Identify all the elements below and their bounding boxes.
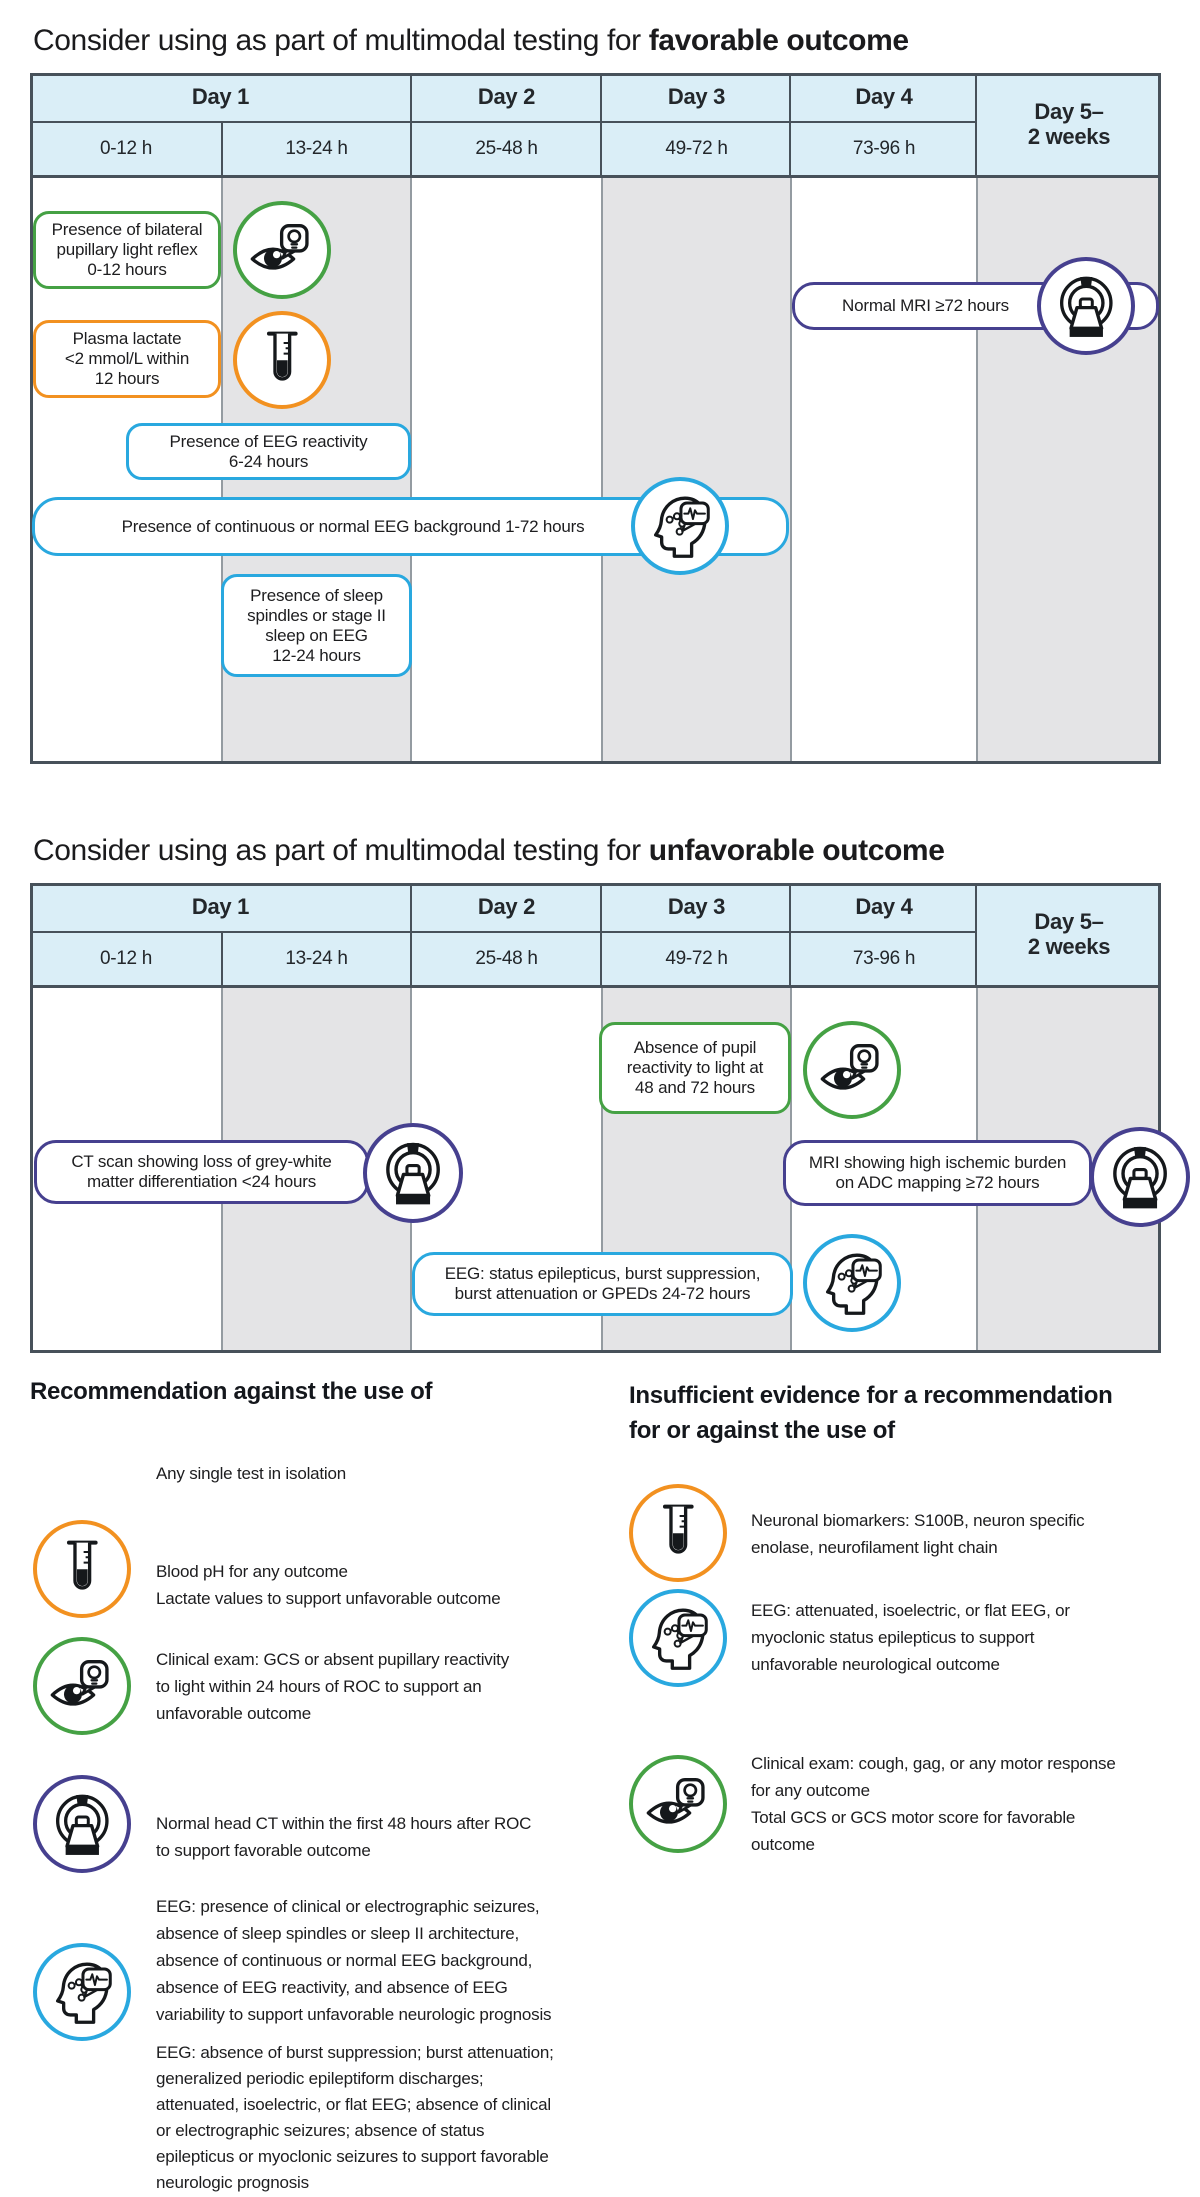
header-col-line <box>410 73 412 175</box>
header-day1: Day 1 <box>30 73 411 121</box>
test-box-mri-adc: MRI showing high ischemic burden on ADC … <box>783 1140 1092 1206</box>
favorable-timeline-table: Day 1 Day 2 Day 3 Day 4 Day 5– 2 weeks 0… <box>30 73 1161 764</box>
test-tube-icon <box>629 1484 727 1582</box>
unfavorable-section-title: Consider using as part of multimodal tes… <box>33 834 945 868</box>
header-bottom-line <box>30 985 1161 988</box>
header-day5-2weeks: Day 5– 2 weeks <box>977 883 1161 985</box>
header-day4: Day 4 <box>791 883 977 931</box>
header-day4: Day 4 <box>791 73 977 121</box>
test-box-ct-grey-white: CT scan showing loss of grey-white matte… <box>34 1140 369 1204</box>
header-49-72h: 49-72 h <box>602 933 791 985</box>
against-heading: Recommendation against the use of <box>30 1378 433 1405</box>
header-day5-line1: Day 5– <box>1034 99 1104 124</box>
header-row-divider <box>30 931 977 933</box>
ct-mri-scanner-icon <box>1090 1127 1190 1227</box>
against-eeg-unfavorable-text: EEG: presence of clinical or electrograp… <box>156 1897 552 2024</box>
test-tube-icon <box>233 311 331 409</box>
header-13-24h: 13-24 h <box>222 933 411 985</box>
test-box-pupil-absence: Absence of pupil reactivity to light at … <box>599 1022 791 1114</box>
eye-lightbulb-icon <box>233 201 331 299</box>
against-clinical-exam-text: Clinical exam: GCS or absent pupillary r… <box>156 1650 510 1723</box>
column-separator <box>976 178 978 761</box>
insufficient-biomarkers-text: Neuronal biomarkers: S100B, neuron speci… <box>751 1511 1085 1557</box>
header-day1: Day 1 <box>30 883 411 931</box>
header-day3: Day 3 <box>602 883 791 931</box>
ct-mri-scanner-icon <box>33 1775 131 1873</box>
header-0-12h: 0-12 h <box>30 933 222 985</box>
unfavorable-title-bold: unfavorable outcome <box>648 834 945 867</box>
header-0-12h: 0-12 h <box>30 123 222 175</box>
insufficient-clinical-text: Clinical exam: cough, gag, or any motor … <box>751 1754 1116 1854</box>
header-day5-2weeks: Day 5– 2 weeks <box>977 73 1161 175</box>
against-blood-ph-text: Blood pH for any outcome Lactate values … <box>156 1562 501 1608</box>
eeg-head-icon <box>33 1943 131 2041</box>
against-head-ct-text: Normal head CT within the first 48 hours… <box>156 1814 532 1860</box>
header-col-line <box>789 73 791 175</box>
test-box-pupillary-reflex: Presence of bilateral pupillary light re… <box>33 211 221 289</box>
column-separator <box>410 178 412 761</box>
eye-lightbulb-icon <box>629 1755 727 1853</box>
header-day5-line1: Day 5– <box>1034 909 1104 934</box>
header-col-line <box>975 73 977 175</box>
eye-lightbulb-icon <box>803 1021 901 1119</box>
header-73-96h: 73-96 h <box>791 933 977 985</box>
eeg-head-icon <box>629 1589 727 1687</box>
header-day2: Day 2 <box>411 883 602 931</box>
header-25-48h: 25-48 h <box>411 123 602 175</box>
eye-lightbulb-icon <box>33 1637 131 1735</box>
column-separator <box>601 178 603 761</box>
header-subcol-line <box>221 123 223 175</box>
header-col-line <box>975 883 977 985</box>
favorable-col-49-72h <box>602 178 791 761</box>
column-separator <box>601 988 603 1350</box>
test-box-plasma-lactate: Plasma lactate <2 mmol/L within 12 hours <box>33 320 221 398</box>
unfavorable-title-normal: Consider using as part of multimodal tes… <box>33 834 649 867</box>
header-col-line <box>600 883 602 985</box>
ct-mri-scanner-icon <box>1037 257 1135 355</box>
eeg-head-icon <box>803 1234 901 1332</box>
header-col-line <box>600 73 602 175</box>
against-single-test-text: Any single test in isolation <box>156 1464 347 1483</box>
favorable-col-73-96h <box>791 178 977 761</box>
test-box-eeg-reactivity: Presence of EEG reactivity 6-24 hours <box>126 423 411 480</box>
favorable-title-bold: favorable outcome <box>648 24 909 57</box>
column-separator <box>790 178 792 761</box>
header-bottom-line <box>30 175 1161 178</box>
eeg-head-icon <box>631 477 729 575</box>
favorable-col-25-48h <box>411 178 602 761</box>
header-73-96h: 73-96 h <box>791 123 977 175</box>
header-row-divider <box>30 121 977 123</box>
header-subcol-line <box>221 933 223 985</box>
header-col-line <box>410 883 412 985</box>
ct-mri-scanner-icon <box>363 1123 463 1223</box>
header-day3: Day 3 <box>602 73 791 121</box>
favorable-section-title: Consider using as part of multimodal tes… <box>33 24 909 58</box>
favorable-title-normal: Consider using as part of multimodal tes… <box>33 24 649 57</box>
insufficient-eeg-text: EEG: attenuated, isoelectric, or flat EE… <box>751 1601 1070 1674</box>
against-eeg-favorable-text: EEG: absence of burst suppression; burst… <box>156 2043 554 2192</box>
header-col-line <box>789 883 791 985</box>
test-box-eeg-status: EEG: status epilepticus, burst suppressi… <box>412 1252 793 1316</box>
test-box-sleep-spindles: Presence of sleep spindles or stage II s… <box>221 574 412 677</box>
header-day5-line2: 2 weeks <box>1027 124 1111 149</box>
insufficient-heading: Insufficient evidence for a recommendati… <box>629 1382 1113 1444</box>
header-13-24h: 13-24 h <box>222 123 411 175</box>
test-tube-icon <box>33 1520 131 1618</box>
header-49-72h: 49-72 h <box>602 123 791 175</box>
header-day5-line2: 2 weeks <box>1027 934 1111 959</box>
header-25-48h: 25-48 h <box>411 933 602 985</box>
header-day2: Day 2 <box>411 73 602 121</box>
